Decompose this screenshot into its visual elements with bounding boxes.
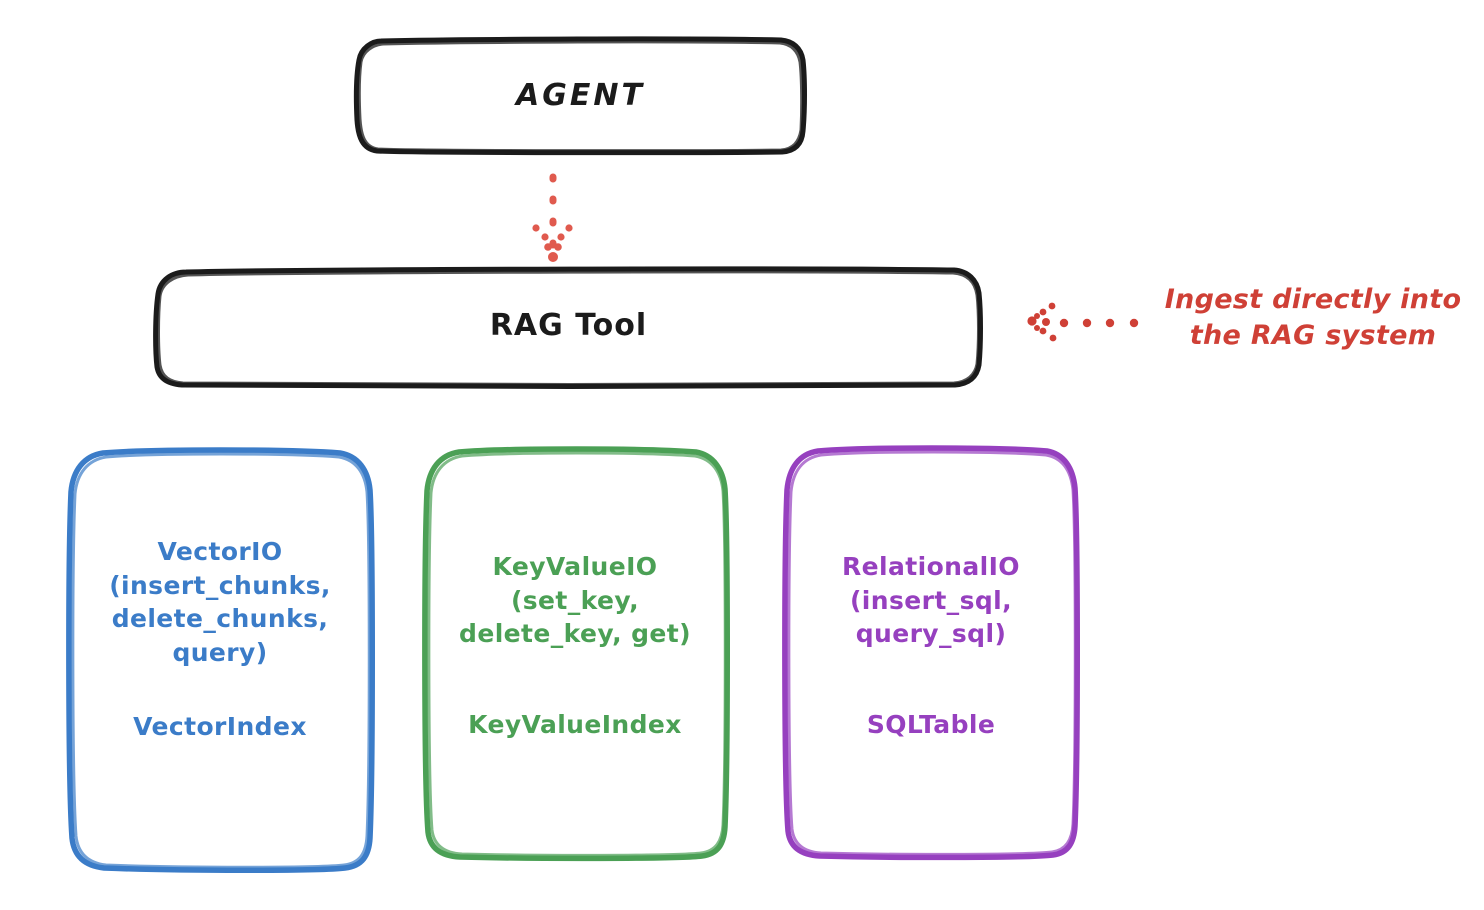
- annotation-arrow: [1027, 302, 1139, 342]
- relational-index-label: SQLTable: [866, 710, 996, 739]
- keyvalue-io-box-outline: [422, 446, 730, 862]
- agent-node-label: AGENT: [516, 78, 645, 113]
- agent-to-rag-arrow: [532, 173, 573, 262]
- keyvalue-index-label: KeyValueIndex: [468, 710, 682, 739]
- vector-io-api-label: VectorIO (insert_chunks, delete_chunks, …: [109, 537, 331, 667]
- ingest-annotation-label: Ingest directly into the RAG system: [1164, 284, 1462, 351]
- relational-io-api-label: RelationalIO (insert_sql, query_sql): [842, 552, 1020, 648]
- rag-tool-node-label: RAG Tool: [489, 308, 648, 343]
- vector-index-label: VectorIndex: [133, 712, 307, 741]
- keyvalue-io-api-label: KeyValueIO (set_key, delete_key, get): [459, 552, 691, 648]
- relational-io-box-outline: [782, 445, 1080, 861]
